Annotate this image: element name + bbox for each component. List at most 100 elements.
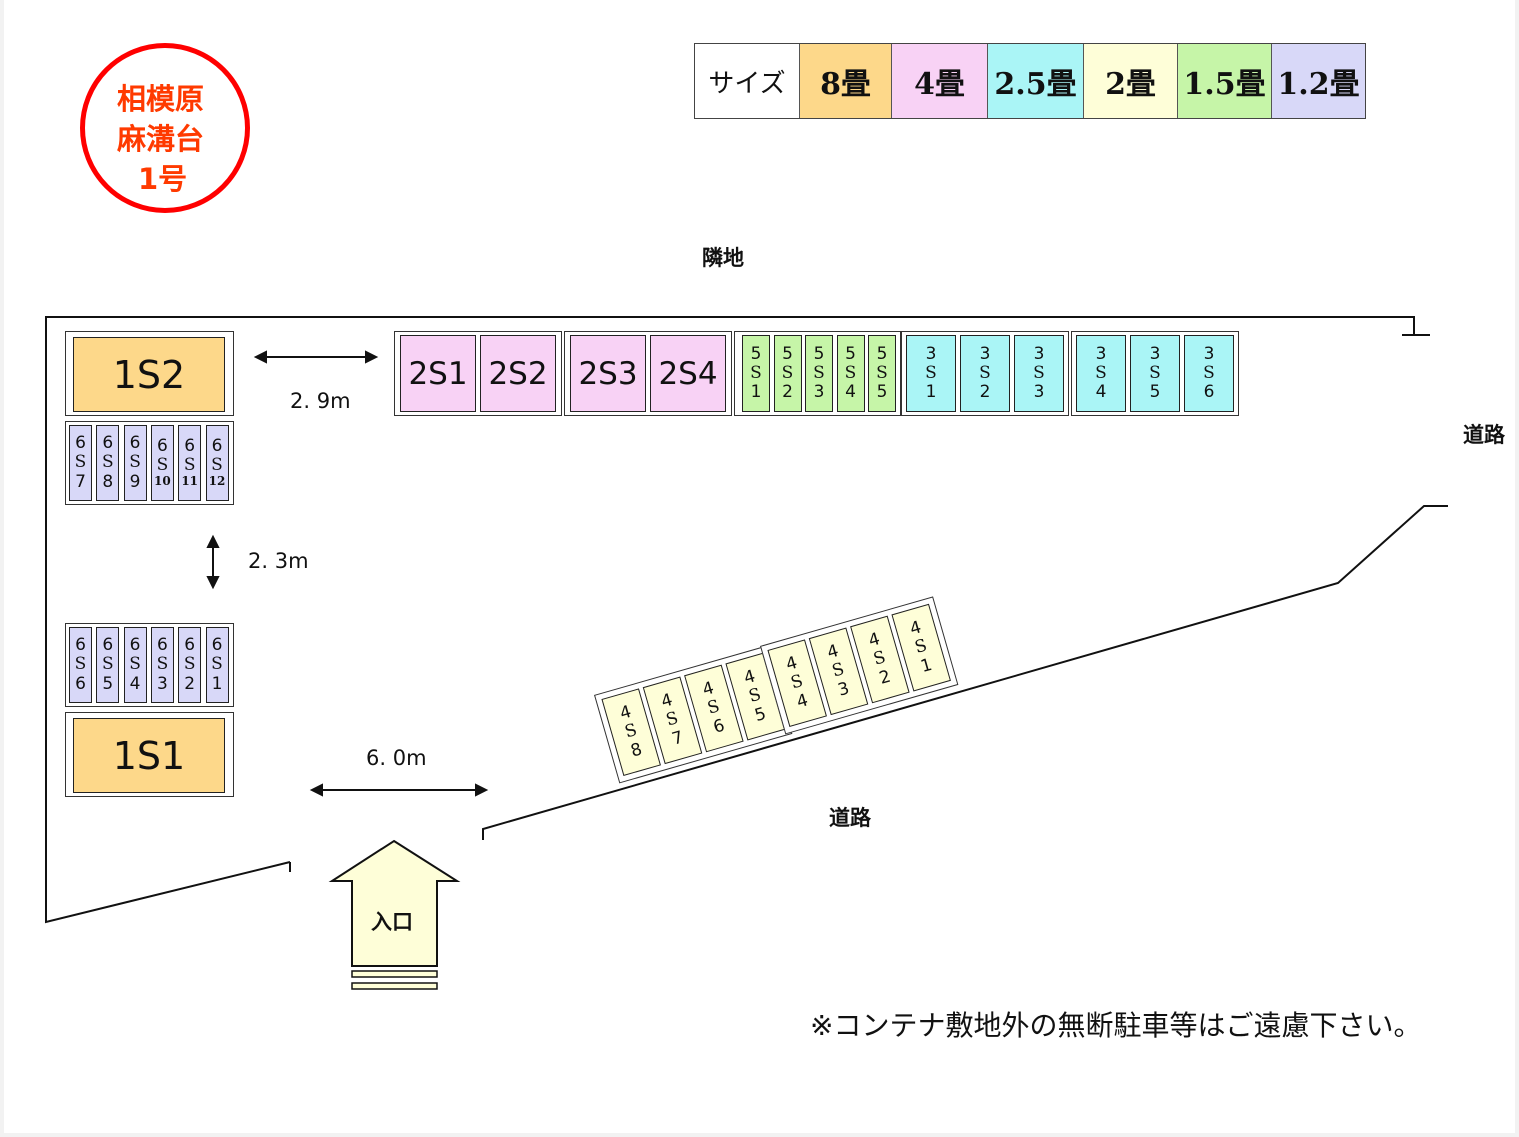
dimension-label-2-3m: 2. 3m [248,549,309,573]
unit-2S4[interactable]: 2S4 [650,335,726,412]
unit-label-part: 3 [1033,382,1045,403]
unit-label-part: 5 [813,343,825,364]
unit-label-part: S [876,362,888,383]
unit-label-part: 6 [75,635,86,656]
legend-8jo: 8畳 [799,44,891,118]
unit-label-part: S [156,654,169,675]
unit-2S2[interactable]: 2S2 [480,335,556,412]
unit-label-part: 9 [129,471,141,492]
unit-label-part: S [979,362,991,383]
dimension-arrow-2-9m [253,350,379,364]
unit-label-part: 4 [845,382,856,403]
unit-label-part: S [129,654,141,675]
unit-2S3[interactable]: 2S3 [570,335,646,412]
unit-label-part: 3 [835,678,852,701]
entrance-arrow-icon [328,839,461,990]
unit-label-part: S [74,452,87,473]
unit-label-part: 3 [1033,343,1045,364]
unit-label-part: S [1095,362,1107,383]
unit-1S2[interactable]: 1S2 [73,337,225,412]
unit-label-part: S [129,452,141,473]
site-name-line-1: 相模原 [117,82,205,116]
dimension-label-2-9m: 2. 9m [290,389,351,413]
unit-label-part: 3 [156,673,168,694]
legend-2jo: 2畳 [1083,44,1177,118]
unit-label-part: 6 [184,436,196,457]
unit-label-part: S [101,452,114,473]
road-label-bottom: 道路 [829,806,871,830]
unit-2S1[interactable]: 2S1 [400,335,476,412]
unit-label-part: 10 [154,474,171,489]
unit-label-part: 3 [979,343,991,364]
unit-label-part: 1 [918,654,935,677]
unit-label-part: 6 [211,436,223,457]
unit-label-part: 7 [75,471,86,492]
unit-label-part: 5 [876,343,888,364]
unit-label-part: 8 [628,738,645,762]
neighbor-land-label: 隣地 [702,246,744,270]
unit-label-part: S [1203,362,1215,383]
unit-label-part: 11 [181,474,199,489]
unit-label-part: 6 [184,635,196,656]
unit-label-part: S [183,455,196,476]
unit-label-part: S [813,362,825,383]
unit-label-part: 1 [750,382,762,403]
unit-label-part: 3 [925,343,937,364]
unit-label-part: 3 [1149,343,1161,364]
legend-2-5jo: 2.5畳 [987,44,1083,118]
unit-label-part: 6 [710,715,727,738]
unit-label-part: 4 [1095,382,1107,403]
unit-label-part: 5 [750,343,762,364]
unit-label-part: 6 [156,436,168,457]
unit-label-part: S [211,455,223,476]
unit-label-part: 6 [75,433,86,454]
unit-label-part: S [925,362,937,383]
unit-label-part: 6 [156,635,168,656]
unit-label-part: 3 [1203,343,1215,364]
legend-1-2jo: 1.2畳 [1271,44,1365,118]
unit-label-part: 2 [184,673,196,694]
unit-label-part: 8 [102,471,114,492]
legend-4jo: 4畳 [891,44,987,118]
unit-label-part: 4 [794,689,811,713]
unit-label-part: 3 [813,382,825,403]
unit-label-part: 5 [876,382,888,403]
unit-label-part: 7 [669,727,686,750]
unit-label-part: 2 [876,666,893,689]
site-name-line-3: 1号 [138,162,188,196]
notice-text: ※コンテナ敷地外の無断駐車等はご遠慮下さい。 [810,1009,1422,1042]
unit-label-part: 4 [129,673,141,694]
unit-1S1[interactable]: 1S1 [73,718,225,793]
site-name-line-2: 麻溝台 [117,122,205,156]
page: 相模原 麻溝台 1号 サイズ 8畳 4畳 2.5畳 2畳 1.5畳 1.2畳 隣… [4,0,1515,1133]
unit-label-part: 2 [782,382,793,403]
unit-label-part: S [211,654,223,675]
legend-header: サイズ [695,44,799,118]
unit-label-part: 6 [129,635,141,656]
unit-label-part: 1 [925,382,937,403]
site-name-badge [80,43,250,213]
